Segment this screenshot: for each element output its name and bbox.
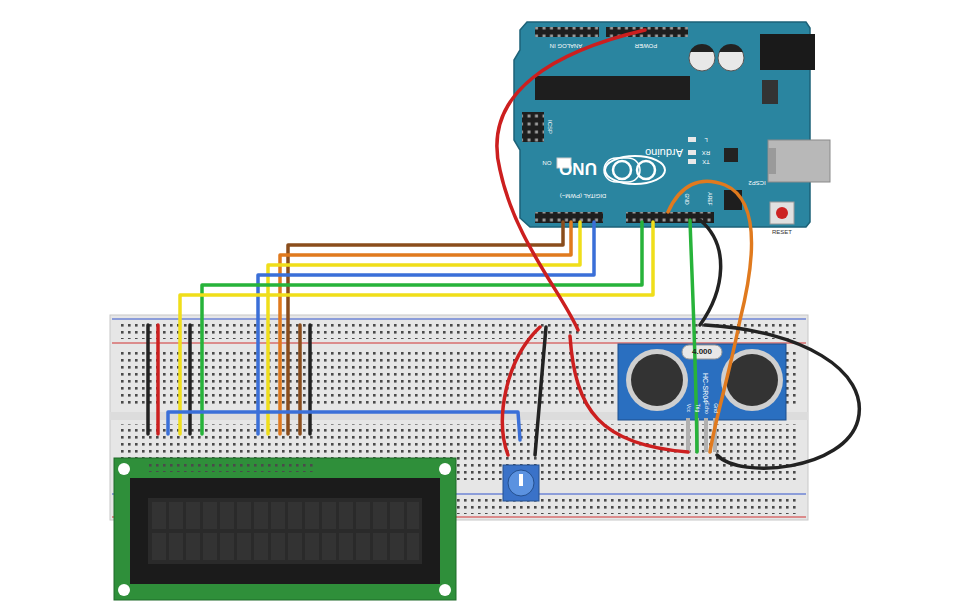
board-name: Arduino — [645, 147, 683, 158]
board-logo: UNO — [559, 160, 597, 177]
pin-label: AREF — [707, 192, 712, 205]
wires — [148, 30, 859, 468]
part-name: HC-SR04 — [702, 373, 709, 403]
arduino-board — [514, 22, 830, 227]
pin-label: GND — [684, 193, 689, 204]
header-label: ICSP2 — [748, 180, 765, 186]
led-label: RX — [702, 150, 710, 156]
ultrasonic-sensor — [618, 344, 786, 452]
header-label: POWER — [635, 43, 658, 49]
header-label: ICSP — [547, 120, 553, 134]
header-label: DIGITAL (PWM~) — [560, 193, 607, 199]
led-label: TX — [702, 159, 710, 165]
pin-label: Echo — [704, 402, 709, 413]
pin-label: Trig — [695, 404, 700, 412]
lcd-module — [114, 458, 456, 600]
pin-label: Gnd — [713, 403, 718, 412]
pin-label: Vcc — [686, 404, 691, 412]
crystal-label: 4.000 — [692, 348, 712, 356]
led-label: ON — [543, 160, 552, 166]
button-label: RESET — [772, 229, 792, 235]
header-label: ANALOG IN — [550, 43, 583, 49]
potentiometer — [503, 465, 539, 501]
led-label: L — [704, 137, 707, 143]
